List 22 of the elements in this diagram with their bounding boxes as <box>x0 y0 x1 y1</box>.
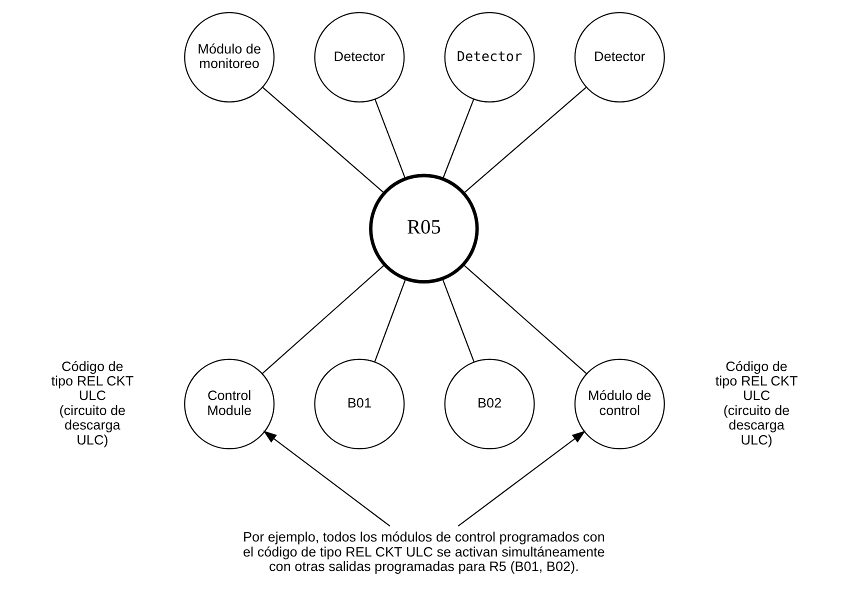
node-circle: B02 <box>444 358 535 450</box>
connector <box>463 264 587 374</box>
connector <box>262 87 385 194</box>
connector <box>442 278 475 362</box>
node-circle: Detector <box>444 12 535 103</box>
node-circle: R05 <box>369 174 479 284</box>
connector <box>374 99 406 179</box>
connector <box>262 264 385 374</box>
connector <box>374 278 406 362</box>
node-label: Código de tipo REL CKT ULC (circuito de descarga ULC) <box>51 358 134 448</box>
node-text: Por ejemplo, todos los módulos de control programados con el código de tipo REL CKT ULC se activan simultáneamente con otras salidas programadas para R5 (B01, B02). <box>242 530 605 574</box>
node-circle: Módulo de control <box>574 358 665 450</box>
node-circle: Detector <box>314 12 405 103</box>
node-circle: Detector <box>574 12 665 103</box>
node-circle: B01 <box>314 358 405 450</box>
node-circle: Módulo de monitoreo <box>184 12 275 103</box>
connector <box>442 99 474 180</box>
node-label: Código de tipo REL CKT ULC (circuito de descarga ULC) <box>715 358 798 448</box>
node-circle: Control Module <box>184 358 275 450</box>
connector <box>464 87 586 194</box>
arrow <box>458 430 586 527</box>
arrow <box>263 430 390 527</box>
